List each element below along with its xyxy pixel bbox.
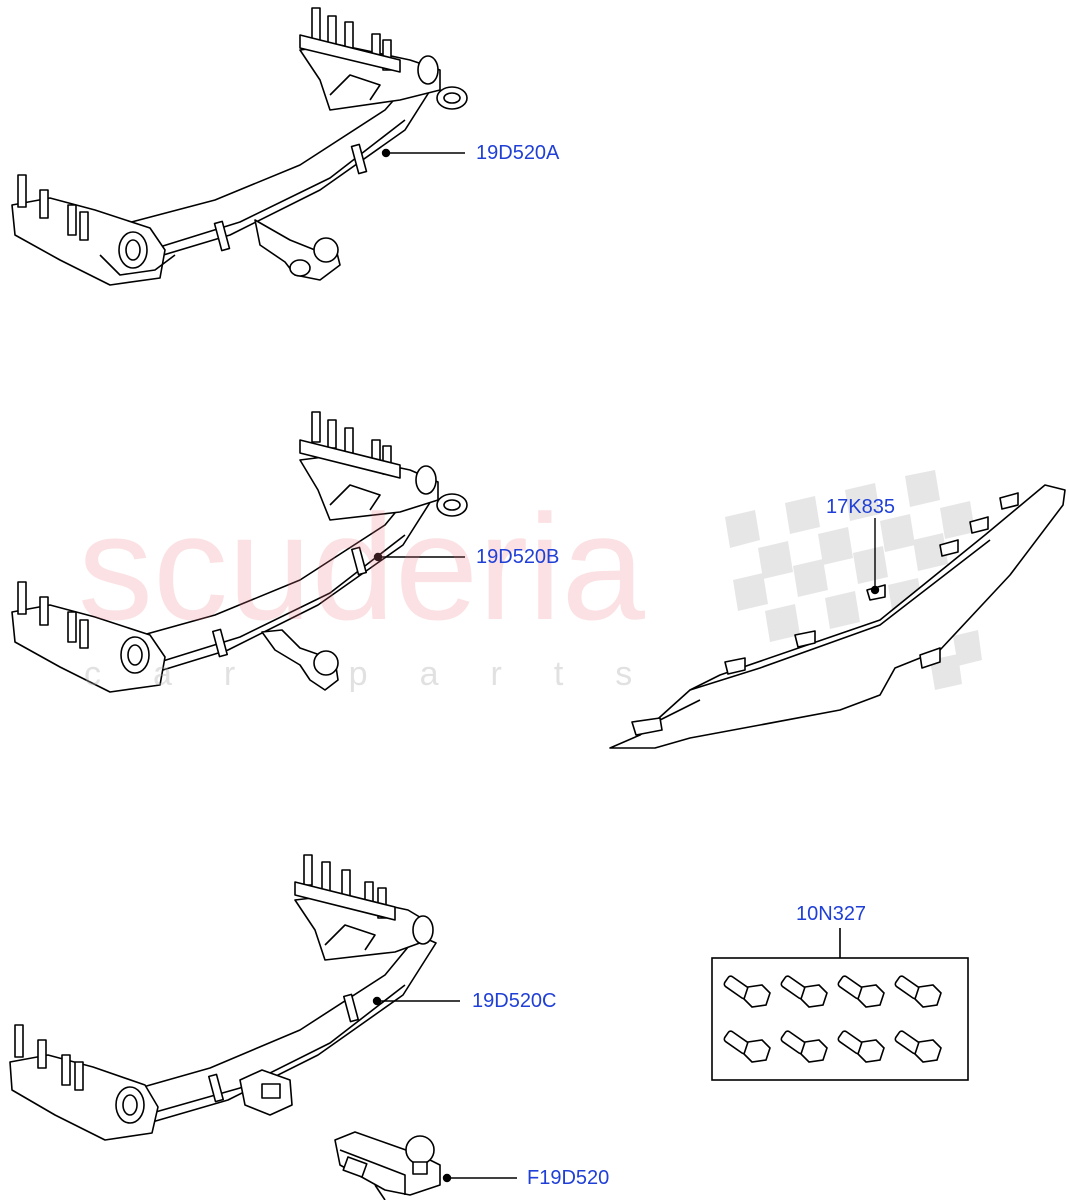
tow-bar-c-drawing [9,854,437,1141]
callout-tow-bar-a[interactable]: 19D520A [476,142,560,164]
watermark-tagline: car parts [84,655,685,693]
callout-tow-bar-b[interactable]: 19D520B [476,546,560,568]
tow-bar-b-drawing [11,411,468,693]
bolt-kit-drawing [711,928,969,1081]
bolt-row-1 [723,975,942,1008]
callout-tow-ball-mount[interactable]: F19D520 [527,1167,610,1189]
tow-bar-a-drawing [11,7,468,286]
bolt-row-2 [723,1030,942,1063]
watermark-brand: scuderia [78,483,645,651]
tow-ball-mount-drawing [334,1131,441,1200]
callout-bumper-cover[interactable]: 17K835 [826,496,895,518]
callout-bolt-kit[interactable]: 10N327 [796,903,867,925]
bumper-cover-drawing [609,484,1066,749]
callout-tow-bar-c[interactable]: 19D520C [472,990,557,1012]
leader-lines [372,148,880,1183]
